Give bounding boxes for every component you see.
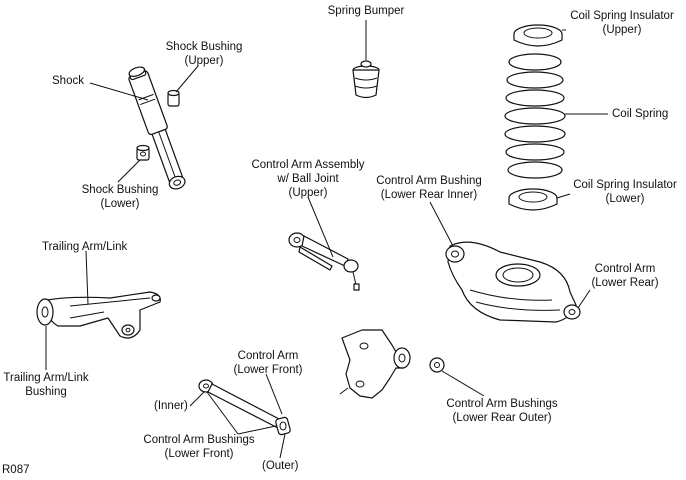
lower-rear-control-arm <box>445 241 581 323</box>
control-arm-bushing-lower-rear-outer <box>429 357 445 373</box>
knuckle <box>339 329 411 399</box>
label-coil-spring: Coil Spring <box>612 108 669 120</box>
trailing-arm-link <box>36 291 161 339</box>
upper-control-arm <box>288 232 360 291</box>
label-shock-bushing-upper: Shock Bushing (Upper) <box>165 41 243 67</box>
label-control-arm-upper: Control Arm Assembly w/ Ball Joint (Uppe… <box>251 159 365 199</box>
label-control-arm-lower-front: Control Arm (Lower Front) <box>233 350 303 376</box>
shock-absorber <box>128 66 186 190</box>
label-shock-bushing-lower: Shock Bushing (Lower) <box>81 184 159 210</box>
coil-spring-insulator-lower <box>508 188 558 211</box>
label-control-arm-bushings-lower-front: Control Arm Bushings (Lower Front) <box>143 434 255 460</box>
label-control-arm-lower-rear: Control Arm (Lower Rear) <box>591 263 659 289</box>
label-control-arm-bushings-lower-rear-outer: Control Arm Bushings (Lower Rear Outer) <box>446 398 558 424</box>
label-trailing-arm-link-bushing: Trailing Arm/Link Bushing <box>3 372 89 398</box>
label-trailing-arm-link: Trailing Arm/Link <box>42 241 128 253</box>
label-outer: (Outer) <box>262 460 299 472</box>
label-shock: Shock <box>52 75 84 87</box>
coil-spring <box>504 53 566 179</box>
leader-lines <box>45 20 608 459</box>
label-coil-spring-insulator-lower: Coil Spring Insulator (Lower) <box>573 179 677 205</box>
shock-bushing-lower <box>136 144 150 161</box>
shock-bushing-upper <box>167 89 180 107</box>
coil-spring-insulator-upper <box>513 24 563 47</box>
figure-code: R087 <box>2 464 30 476</box>
spring-bumper <box>352 60 380 99</box>
label-spring-bumper: Spring Bumper <box>327 5 405 17</box>
label-coil-spring-insulator-upper: Coil Spring Insulator (Upper) <box>570 10 674 36</box>
lower-front-control-arm <box>198 379 291 436</box>
label-inner: (Inner) <box>154 400 188 412</box>
label-control-arm-bushing-lower-rear-inner: Control Arm Bushing (Lower Rear Inner) <box>376 175 482 201</box>
